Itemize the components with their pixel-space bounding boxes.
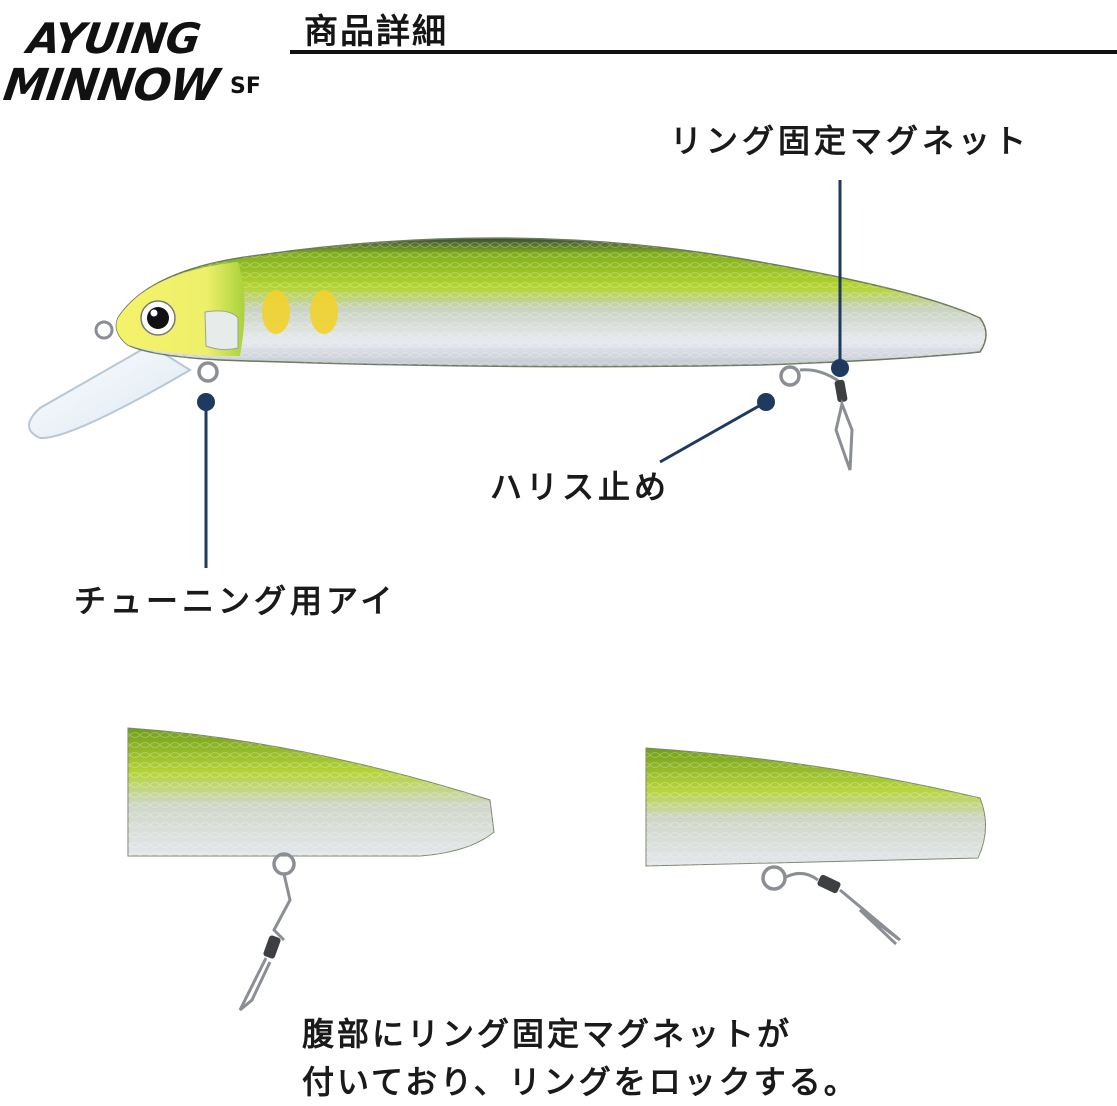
brand-logo: AYUING MINNOW SF [0,10,284,111]
caption-line-2: 付いており、リングをロックする。 [302,1063,859,1101]
closeup-ring-locked [645,747,986,946]
lure-lip [28,343,192,440]
closeup-ring-unlocked [127,727,495,1012]
section-title: 商品詳細 [304,12,448,52]
callout-tuning-eye-pointer [197,393,215,568]
callout-ring-magnet-pointer [831,180,849,377]
callout-snap-pointer [659,393,775,464]
label-ring-magnet: リング固定マグネット [670,122,1031,160]
label-snap: ハリス止め [490,468,671,506]
caption-line-1: 腹部にリング固定マグネットが [302,1015,793,1053]
feature-caption: 腹部にリング固定マグネットが 付いており、リングをロックする。 [302,1010,859,1106]
logo-suffix: SF [230,74,261,99]
label-tuning-eye: チューニング用アイ [74,582,397,620]
main-lure [94,237,987,471]
header-divider [290,50,1117,54]
